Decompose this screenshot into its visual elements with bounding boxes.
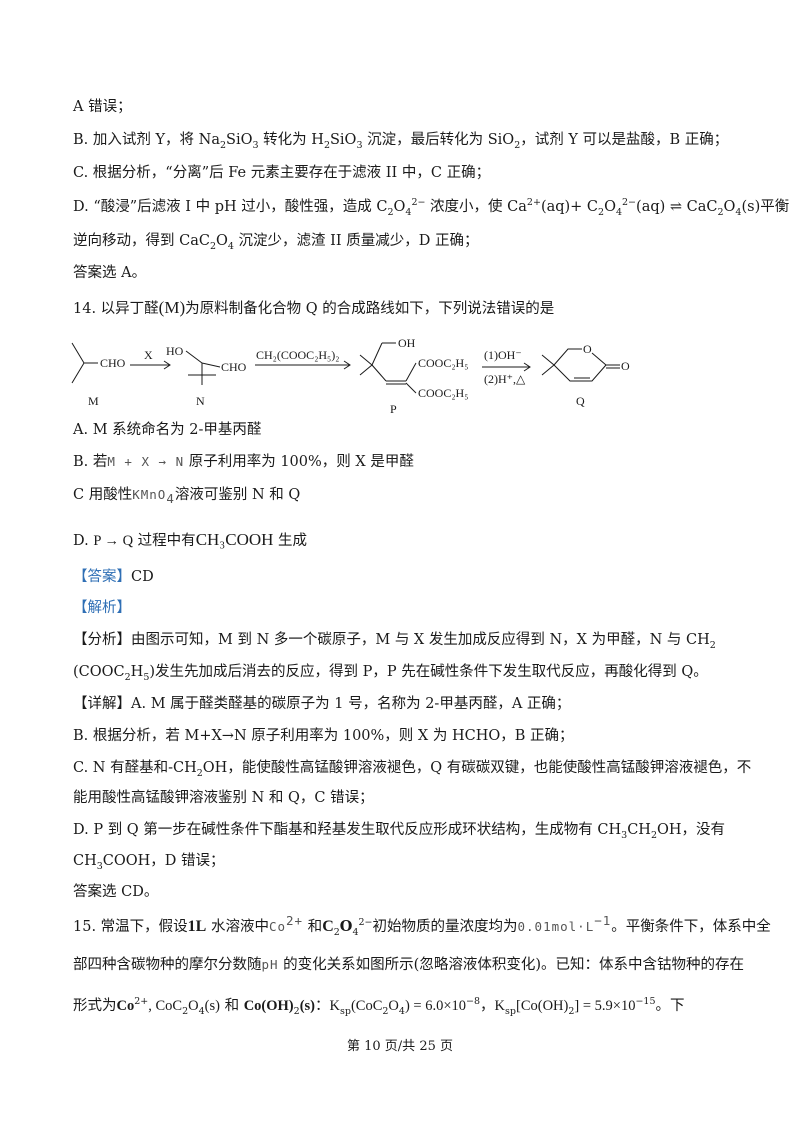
svg-text:(1)OH⁻: (1)OH⁻: [484, 348, 522, 362]
molecule-n: HO CHO N: [166, 344, 247, 408]
svg-text:CHO: CHO: [100, 356, 126, 370]
analysis-text: (COOC2H5)发生先加成后消去的反应，得到 P，P 先在碱性条件下发生取代反…: [73, 664, 708, 683]
arrow-2: CH₂(COOC₂H₅)₂: [255, 348, 351, 370]
option-b: B. 若M + X → N 原子利用率为 100%，则 X 是甲醛: [73, 454, 414, 470]
arrow-3: (1)OH⁻ (2)H⁺,△: [482, 348, 531, 386]
text-line: 逆向移动，得到 CaC2O4 沉淀少，滤渣 II 质量减少，D 正确；: [73, 233, 479, 252]
question-15-stem: 15. 常温下，假设1L 水溶液中Co2+ 和C2O42−初始物质的量浓度均为0…: [73, 913, 771, 938]
svg-text:O: O: [583, 342, 592, 356]
text-line: 答案选 A。: [73, 265, 147, 281]
svg-text:OH: OH: [398, 336, 416, 350]
detail-d: CH3COOH，D 错误；: [73, 853, 225, 872]
synthesis-scheme: CHO M X HO CHO N CH₂(COOC₂H₅)₂ OH COOC₂H…: [71, 336, 630, 415]
analysis-heading: 【解析】: [73, 600, 131, 616]
molecule-q: O O Q: [541, 342, 630, 408]
svg-text:N: N: [196, 394, 205, 408]
option-c: C 用酸性KMnO4溶液可鉴别 N 和 Q: [73, 487, 301, 506]
detail-d: D. P 到 Q 第一步在碱性条件下酯基和羟基发生取代反应形成环状结构，生成物有…: [73, 822, 726, 841]
svg-text:CH₂(COOC₂H₅)₂: CH₂(COOC₂H₅)₂: [256, 348, 339, 362]
molecule-m: CHO M: [71, 342, 126, 408]
detail-a: 【详解】A. M 属于醛类醛基的碳原子为 1 号，名称为 2-甲基丙醛，A 正确…: [73, 696, 571, 712]
text-line: D. “酸浸”后滤液 I 中 pH 过小，酸性强，造成 C2O42− 浓度小，使…: [73, 197, 790, 218]
svg-text:O: O: [621, 359, 630, 373]
molecule-p: OH COOC₂H₅ COOC₂H₅ P: [359, 336, 468, 415]
text-line: A 错误；: [73, 99, 132, 115]
svg-text:CHO: CHO: [221, 360, 247, 374]
question-15-stem: 部四种含碳物种的摩尔分数随pH 的变化关系如图所示(忽略溶液体积变化)。已知：体…: [73, 957, 744, 973]
svg-text:HO: HO: [166, 344, 184, 358]
page-number: 第 10 页/共 25 页: [347, 1039, 453, 1054]
svg-text:P: P: [390, 402, 397, 415]
svg-text:M: M: [88, 394, 99, 408]
svg-text:COOC₂H₅: COOC₂H₅: [418, 356, 468, 370]
text-line: C. 根据分析，“分离”后 Fe 元素主要存在于滤液 II 中，C 正确；: [73, 165, 491, 181]
svg-text:(2)H⁺,△: (2)H⁺,△: [484, 372, 526, 386]
answer: 【答案】CD: [73, 569, 154, 585]
svg-text:COOC₂H₅: COOC₂H₅: [418, 386, 468, 400]
option-a: A. M 系统命名为 2-甲基丙醛: [73, 422, 262, 438]
option-d: D. P → Q 过程中有CH₃COOH 生成: [73, 530, 308, 549]
arrow-1: X: [130, 348, 171, 370]
svg-text:Q: Q: [576, 394, 585, 408]
text-line: B. 加入试剂 Y，将 Na2SiO3 转化为 H2SiO3 沉淀，最后转化为 …: [73, 132, 729, 151]
analysis-text: 【分析】由图示可知，M 到 N 多一个碳原子，M 与 X 发生加成反应得到 N，…: [73, 632, 716, 651]
detail-c: C. N 有醛基和-CH2OH，能使酸性高锰酸钾溶液褪色，Q 有碳碳双键，也能使…: [73, 760, 752, 779]
detail-b: B. 根据分析，若 M+X→N 原子利用率为 100%，则 X 为 HCHO，B…: [73, 728, 574, 744]
question-14-stem: 14. 以异丁醛(M)为原料制备化合物 Q 的合成路线如下，下列说法错误的是: [73, 298, 555, 317]
question-15-stem: 形式为Co2+, CoC2O4(s) 和 Co(OH)2(s)：Ksp(CoC2…: [73, 996, 685, 1017]
detail-c: 能用酸性高锰酸钾溶液鉴别 N 和 Q，C 错误；: [73, 790, 374, 806]
final-answer: 答案选 CD。: [73, 884, 159, 900]
svg-text:X: X: [144, 348, 153, 362]
